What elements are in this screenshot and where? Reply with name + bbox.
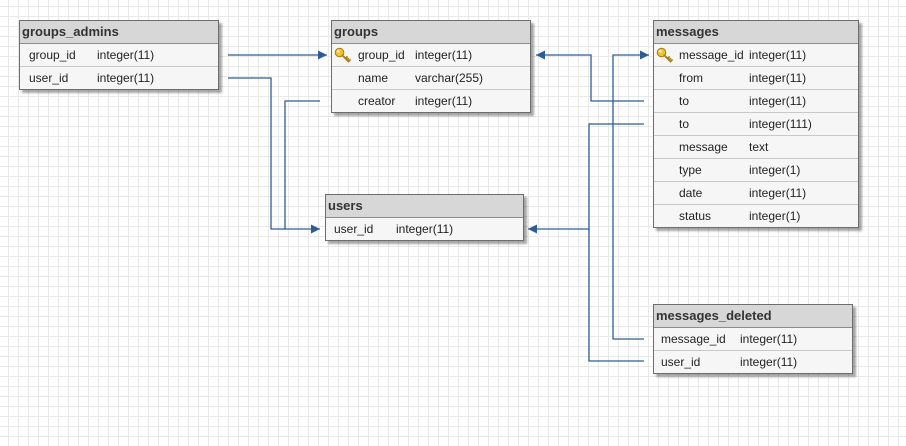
table-title: groups xyxy=(332,21,530,44)
column-type: integer(11) xyxy=(396,222,454,236)
connector-messages-from-to-groups xyxy=(536,54,644,102)
column-type: integer(11) xyxy=(97,71,155,85)
column-name: message_id xyxy=(679,48,744,62)
column-type: integer(1) xyxy=(749,163,801,177)
column-type: varchar(255) xyxy=(415,71,484,85)
arrowhead-icon xyxy=(640,50,649,60)
column-type: integer(1) xyxy=(749,209,801,223)
column-type: integer(11) xyxy=(740,332,798,346)
column-name: name xyxy=(358,71,389,85)
table-row[interactable]: name varchar(255) xyxy=(332,67,530,90)
arrowhead-icon xyxy=(311,224,320,234)
column-name: type xyxy=(679,163,702,177)
table-row[interactable]: group_id integer(11) xyxy=(20,44,218,67)
table-row[interactable]: user_id integer(11) xyxy=(326,218,523,240)
connector-deleted-user-to-users xyxy=(588,229,644,362)
column-name: to xyxy=(679,94,690,108)
arrowhead-icon xyxy=(528,224,537,234)
table-row[interactable]: group_id integer(11) xyxy=(332,44,530,67)
column-type: integer(11) xyxy=(415,48,473,62)
arrowhead-icon xyxy=(536,50,545,60)
table-row[interactable]: date integer(11) xyxy=(654,182,858,205)
key-icon xyxy=(334,47,352,63)
column-name: to xyxy=(679,117,690,131)
column-type: integer(111) xyxy=(749,117,812,131)
connector-messages-to-users xyxy=(528,123,644,230)
column-name: status xyxy=(679,209,712,223)
table-title: users xyxy=(326,195,523,218)
column-name: group_id xyxy=(358,48,405,62)
column-name: creator xyxy=(358,94,396,108)
key-icon xyxy=(656,47,674,63)
table-row[interactable]: user_id integer(11) xyxy=(654,351,852,373)
table-row[interactable]: to integer(11) xyxy=(654,90,858,113)
table-row[interactable]: message_id integer(11) xyxy=(654,44,858,67)
table-title: messages xyxy=(654,21,858,44)
column-type: integer(11) xyxy=(749,48,807,62)
table-row[interactable]: from integer(11) xyxy=(654,67,858,90)
table-row[interactable]: message text xyxy=(654,136,858,159)
table-row[interactable]: user_id integer(11) xyxy=(20,67,218,89)
column-type: text xyxy=(749,140,769,154)
table-row[interactable]: to integer(111) xyxy=(654,113,858,136)
column-name: user_id xyxy=(29,71,69,85)
table-groups[interactable]: groups group_id integer(11) name varchar… xyxy=(331,20,531,113)
column-name: date xyxy=(679,186,703,200)
connector-deleted-message-to-messages xyxy=(612,54,649,340)
column-type: integer(11) xyxy=(749,71,807,85)
table-messages[interactable]: messages message_id integer(11) from int… xyxy=(653,20,859,228)
arrowhead-icon xyxy=(318,50,327,60)
column-name: user_id xyxy=(334,222,374,236)
table-row[interactable]: type integer(1) xyxy=(654,159,858,182)
column-type: integer(11) xyxy=(749,186,807,200)
table-messages-deleted[interactable]: messages_deleted message_id integer(11) … xyxy=(653,304,853,374)
table-title: messages_deleted xyxy=(654,305,852,328)
connector-admins-user-to-users xyxy=(228,77,320,230)
column-type: integer(11) xyxy=(740,355,798,369)
column-type: integer(11) xyxy=(97,48,155,62)
table-row[interactable]: status integer(1) xyxy=(654,205,858,227)
column-name: message_id xyxy=(661,332,726,346)
column-name: user_id xyxy=(661,355,701,369)
table-row[interactable]: message_id integer(11) xyxy=(654,328,852,351)
column-type: integer(11) xyxy=(749,94,807,108)
column-name: group_id xyxy=(29,48,76,62)
table-row[interactable]: creator integer(11) xyxy=(332,90,530,112)
column-name: message xyxy=(679,140,728,154)
table-title: groups_admins xyxy=(20,21,218,44)
table-users[interactable]: users user_id integer(11) xyxy=(325,194,524,241)
connector-groups-creator-to-users xyxy=(284,100,320,229)
table-groups-admins[interactable]: groups_admins group_id integer(11) user_… xyxy=(19,20,219,90)
column-name: from xyxy=(679,71,703,85)
column-type: integer(11) xyxy=(415,94,473,108)
